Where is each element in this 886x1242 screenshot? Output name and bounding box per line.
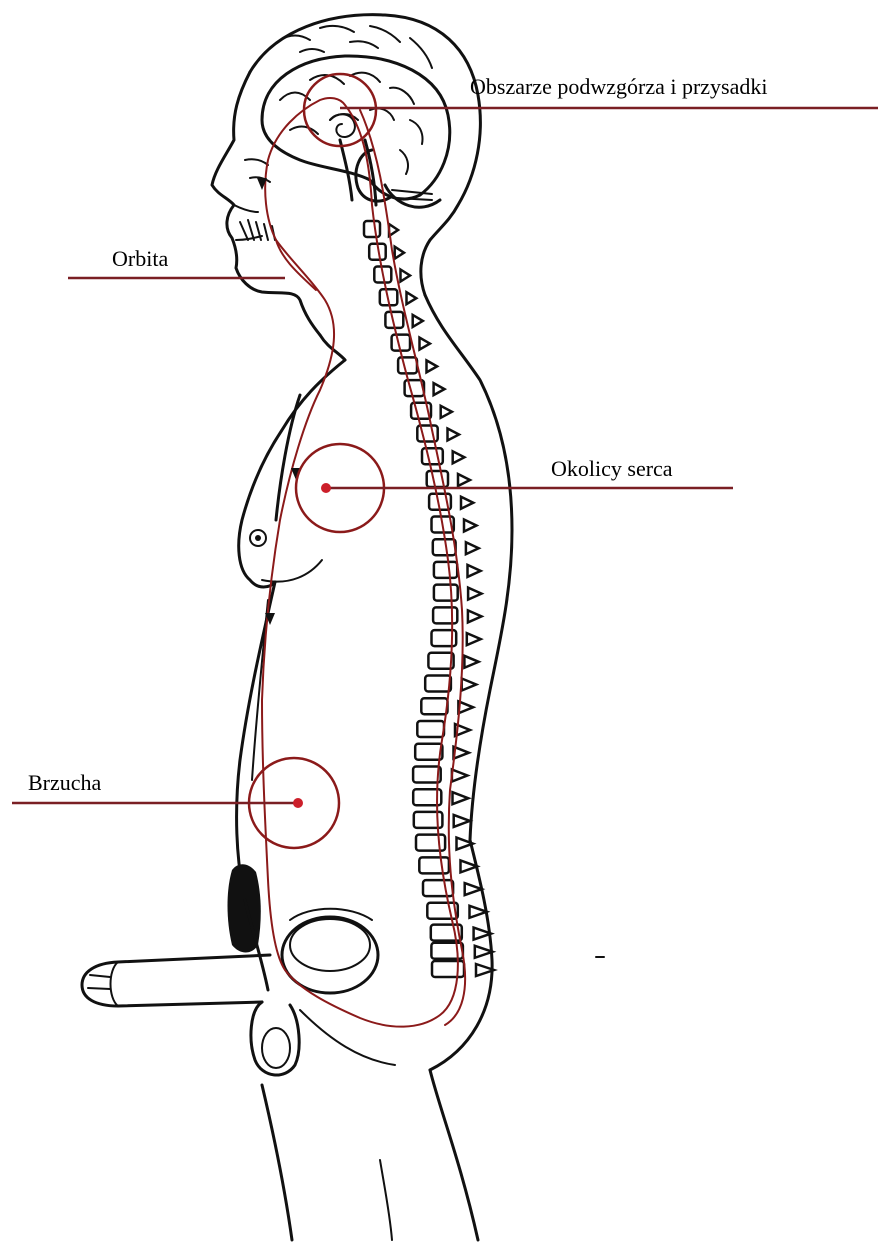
vertebra — [421, 698, 447, 714]
vertebra — [419, 857, 449, 873]
vertebra-process — [453, 792, 469, 804]
vertebra-process — [453, 451, 465, 463]
vertebra — [364, 221, 380, 237]
vertebra-process — [448, 429, 460, 441]
vertebra-process — [461, 497, 473, 509]
vertebra-process — [458, 474, 470, 486]
label-heart: Okolicy serca — [551, 458, 673, 480]
vertebra-process — [401, 270, 411, 282]
body-outline — [82, 15, 512, 1240]
label-orbit: Orbita — [112, 248, 168, 270]
vertebra-process — [466, 542, 479, 554]
heart-dot — [321, 483, 331, 493]
vertebra-process — [420, 338, 430, 350]
vertebra — [398, 357, 417, 373]
vertebra — [416, 835, 445, 851]
vertebra — [413, 767, 441, 783]
vertebra-process — [454, 815, 470, 827]
vertebra — [425, 676, 451, 692]
vertebra-process — [407, 292, 417, 304]
vertebra — [434, 562, 457, 578]
vertebra — [427, 903, 458, 919]
vertebra-process — [464, 520, 477, 532]
vertebra-process — [468, 610, 482, 622]
vertebra — [392, 335, 410, 351]
vertebra — [434, 585, 458, 601]
vertebra-process — [452, 770, 468, 782]
vertebra — [417, 721, 444, 737]
vertebra — [433, 607, 457, 623]
target-rings — [249, 74, 384, 848]
vertebra — [432, 961, 464, 977]
vertebra — [415, 744, 442, 760]
vertebra-process — [395, 247, 404, 259]
vertebra — [423, 880, 453, 896]
vertebra-process — [465, 883, 482, 895]
vertebra-process — [468, 565, 481, 577]
vertebra-process — [413, 315, 423, 327]
vertebra-process — [462, 679, 477, 691]
vertebra-process — [468, 588, 481, 600]
vertebra-process — [427, 360, 438, 372]
abdomen-dot — [293, 798, 303, 808]
vertebra — [427, 471, 448, 487]
vertebra-process — [434, 383, 445, 395]
vertebra-process — [441, 406, 452, 418]
label-abdomen: Brzucha — [28, 772, 101, 794]
label-hypothalamus: Obszarze podwzgórza i przysadki — [470, 76, 767, 98]
vertebra — [433, 539, 456, 555]
vertebra-process — [464, 656, 478, 668]
vertebra-process — [467, 633, 481, 645]
